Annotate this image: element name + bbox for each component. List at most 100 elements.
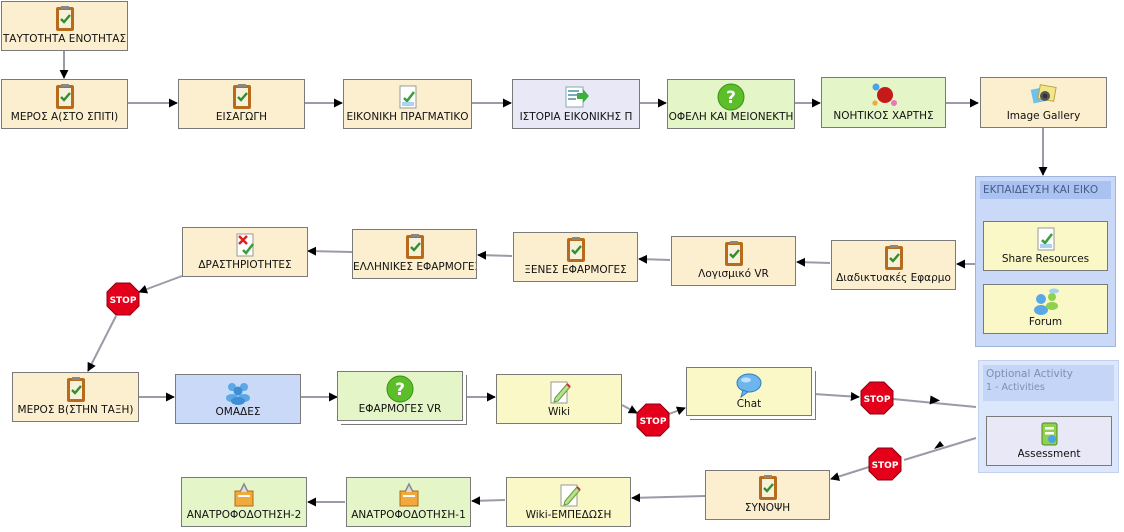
node-tautotita-enotitas[interactable]: ΤΑΥΤΟΤΗΤΑ ΕΝΟΤΗΤΑΣ bbox=[1, 1, 128, 51]
arrowhead-into-optional bbox=[929, 395, 941, 405]
node-label: Λογισμικό VR bbox=[698, 268, 769, 280]
node-anatrofodotisi-2[interactable]: ΑΝΑΤΡΟΦΟΔΟΤΗΣΗ-2 bbox=[181, 477, 307, 527]
stop-label: STOP bbox=[640, 417, 667, 427]
stop-label: STOP bbox=[872, 461, 899, 471]
notebook-icon bbox=[232, 84, 251, 109]
chat-bubble-icon bbox=[736, 373, 762, 399]
edge-wiki-stop bbox=[621, 404, 638, 414]
node-efarmoges-vr[interactable]: ? ΕΦΑΡΜΟΓΕΣ VR bbox=[337, 371, 463, 421]
node-ofeli[interactable]: ? ΟΦΕΛΗ ΚΑΙ ΜΕΙΟΝΕΚΤΗ bbox=[667, 79, 795, 129]
node-istoria[interactable]: ΙΣΤΟΡΙΑ ΕΙΚΟΝΙΚΗΣ Π bbox=[512, 79, 640, 129]
node-label: ΜΕΡΟΣ Β(ΣΤΗΝ ΤΑΞΗ) bbox=[17, 404, 134, 416]
node-ellinikes-efarmoges[interactable]: ΕΛΛΗΝΙΚΕΣ ΕΦΑΡΜΟΓΕΣ bbox=[352, 229, 477, 279]
node-label: ΕΛΛΗΝΙΚΕΣ ΕΦΑΡΜΟΓΕΣ bbox=[353, 261, 476, 273]
stop-gate-4[interactable]: STOP bbox=[868, 447, 902, 481]
edge-optional-stop bbox=[903, 437, 977, 461]
stop-gate-3[interactable]: STOP bbox=[860, 381, 894, 415]
node-label: ΕΙΚΟΝΙΚΗ ΠΡΑΓΜΑΤΙΚΟ bbox=[346, 111, 469, 123]
svg-text:?: ? bbox=[726, 88, 736, 108]
assessment-icon bbox=[1041, 422, 1058, 446]
edge-diadiktyakes-logismiko bbox=[796, 257, 831, 267]
question-icon: ? bbox=[717, 83, 745, 111]
stop-gate-1[interactable]: STOP bbox=[106, 282, 140, 316]
node-eisagogi[interactable]: ΕΙΣΑΓΩΓΗ bbox=[178, 79, 305, 129]
node-label: ΑΝΑΤΡΟΦΟΔΟΤΗΣΗ-2 bbox=[186, 509, 302, 521]
node-forum[interactable]: Forum bbox=[983, 284, 1108, 334]
notebook-icon bbox=[724, 241, 743, 266]
edge-ellinikes-drastiriotites bbox=[307, 246, 353, 256]
feedback-box-icon bbox=[399, 482, 418, 507]
node-chat[interactable]: Chat bbox=[686, 367, 812, 416]
edge-stop-optional bbox=[892, 398, 977, 408]
cross-check-icon bbox=[236, 233, 255, 257]
node-noitikos-xartis[interactable]: ΝΟΗΤΙΚΟΣ ΧΑΡΤΗΣ bbox=[821, 77, 946, 128]
node-label: ΕΦΑΡΜΟΓΕΣ VR bbox=[358, 403, 442, 415]
group-optional-title-line2: 1 - Activities bbox=[986, 382, 1045, 393]
node-label: ΤΑΥΤΟΤΗΤΑ ΕΝΟΤΗΤΑΣ bbox=[2, 33, 127, 45]
pencil-page-icon bbox=[560, 484, 581, 507]
node-label: ΞΕΝΕΣ ΕΦΑΡΜΟΓΕΣ bbox=[524, 264, 627, 276]
node-label: Διαδικτυακές Εφαρμο bbox=[836, 272, 951, 284]
question-icon: ? bbox=[386, 375, 414, 403]
checklist-icon bbox=[399, 85, 416, 109]
node-label: Wiki-ΕΜΠΕΔΩΣΗ bbox=[525, 509, 612, 521]
edge-chat-stop bbox=[813, 391, 860, 401]
node-anatrofodotisi-1[interactable]: ΑΝΑΤΡΟΦΟΔΟΤΗΣΗ-1 bbox=[346, 477, 471, 527]
gallery-icon bbox=[1030, 84, 1057, 104]
pencil-page-icon bbox=[550, 381, 571, 404]
node-label: ΣΥΝΟΨΗ bbox=[744, 502, 791, 514]
group-icon bbox=[226, 383, 250, 405]
edge-wiki-empedosi-anatrof1 bbox=[471, 496, 506, 506]
group-optional-title: Optional Activity 1 - Activities bbox=[983, 365, 1114, 401]
svg-text:?: ? bbox=[395, 380, 405, 400]
node-assessment[interactable]: Assessment bbox=[986, 416, 1112, 466]
node-wiki-empedosi[interactable]: Wiki-ΕΜΠΕΔΩΣΗ bbox=[506, 477, 631, 527]
mindmap-icon bbox=[871, 83, 897, 106]
node-synopsi[interactable]: ΣΥΝΟΨΗ bbox=[705, 470, 830, 520]
edge-stop-synopsi bbox=[830, 466, 870, 481]
node-label: Assessment bbox=[1017, 448, 1081, 460]
node-meros-a[interactable]: ΜΕΡΟΣ Α(ΣΤΟ ΣΠΙΤΙ) bbox=[1, 79, 128, 129]
node-wiki[interactable]: Wiki bbox=[496, 374, 622, 424]
forward-document-icon bbox=[565, 86, 589, 108]
checklist-icon bbox=[1037, 227, 1054, 251]
node-label: Forum bbox=[1028, 316, 1063, 328]
edge-synopsi-wiki-empedosi bbox=[631, 493, 706, 503]
notebook-icon bbox=[884, 245, 903, 270]
notebook-icon bbox=[55, 84, 74, 109]
notebook-icon bbox=[566, 237, 585, 262]
node-label: ΑΝΑΤΡΟΦΟΔΟΤΗΣΗ-1 bbox=[351, 509, 466, 521]
notebook-icon bbox=[758, 475, 777, 500]
node-label: Chat bbox=[736, 398, 762, 410]
edge-xenes-ellinikes bbox=[477, 250, 513, 260]
node-label: ΟΦΕΛΗ ΚΑΙ ΜΕΙΟΝΕΚΤΗ bbox=[668, 111, 794, 123]
notebook-icon bbox=[55, 6, 74, 31]
edge-stop-meros-b bbox=[87, 315, 117, 372]
edge-stop-chat bbox=[668, 406, 686, 416]
node-label: Wiki bbox=[547, 406, 571, 418]
stop-gate-2[interactable]: STOP bbox=[636, 403, 670, 437]
node-label: ΜΕΡΟΣ Α(ΣΤΟ ΣΠΙΤΙ) bbox=[10, 111, 119, 123]
arrowhead-from-optional bbox=[934, 441, 944, 449]
notebook-icon bbox=[66, 377, 85, 402]
node-diadiktyakes[interactable]: Διαδικτυακές Εφαρμο bbox=[831, 240, 956, 290]
stop-label: STOP bbox=[110, 296, 137, 306]
notebook-icon bbox=[405, 234, 424, 259]
node-label: Share Resources bbox=[1001, 253, 1090, 265]
group-ekpaidefsi-title: ΕΚΠΑΙΔΕΥΣΗ ΚΑΙ ΕΙΚΟ bbox=[980, 181, 1111, 199]
feedback-box-icon bbox=[234, 482, 254, 507]
node-drastiriotites[interactable]: ΔΡΑΣΤΗΡΙΟΤΗΤΕΣ bbox=[182, 227, 308, 277]
node-share-resources[interactable]: Share Resources bbox=[983, 221, 1108, 271]
node-omades[interactable]: ΟΜΑΔΕΣ bbox=[175, 374, 301, 424]
node-image-gallery[interactable]: Image Gallery bbox=[980, 77, 1107, 128]
node-meros-b[interactable]: ΜΕΡΟΣ Β(ΣΤΗΝ ΤΑΞΗ) bbox=[12, 372, 139, 422]
node-xenes-efarmoges[interactable]: ΞΕΝΕΣ ΕΦΑΡΜΟΓΕΣ bbox=[513, 232, 638, 282]
stop-label: STOP bbox=[864, 395, 891, 405]
edge-drastiriotites-stop bbox=[138, 275, 183, 294]
node-label: Image Gallery bbox=[1006, 110, 1081, 122]
node-label: ΟΜΑΔΕΣ bbox=[215, 406, 261, 418]
node-eikoniki-pragmatikotita[interactable]: ΕΙΚΟΝΙΚΗ ΠΡΑΓΜΑΤΙΚΟ bbox=[343, 79, 472, 129]
node-label: ΕΙΣΑΓΩΓΗ bbox=[215, 111, 268, 123]
node-logismiko-vr[interactable]: Λογισμικό VR bbox=[671, 236, 796, 286]
node-label: ΔΡΑΣΤΗΡΙΟΤΗΤΕΣ bbox=[198, 259, 292, 271]
